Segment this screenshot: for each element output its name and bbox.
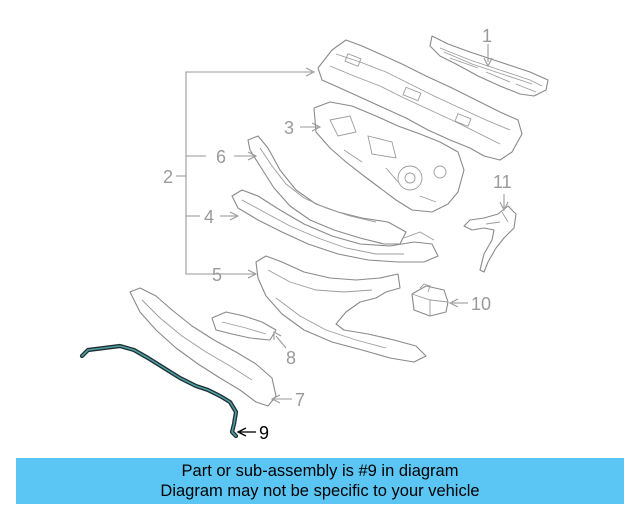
callout-6: 6	[216, 147, 226, 167]
banner-line-part: Part or sub-assembly is #9 in diagram	[181, 462, 459, 480]
part-11-bracket	[463, 205, 517, 273]
part-3-dash-panel	[313, 101, 465, 213]
callout-5: 5	[212, 265, 222, 285]
callout-2: 2	[163, 167, 173, 187]
callout-1: 1	[482, 26, 492, 46]
parts-diagram: 1 2 3 6 4 5 11 10 8 7 9	[79, 26, 549, 443]
callout-8: 8	[286, 348, 296, 368]
callout-3: 3	[284, 118, 294, 138]
part-6-cowl-extension	[247, 135, 407, 245]
callout-11: 11	[493, 172, 512, 192]
part-1-cowl-top-panel	[429, 35, 549, 97]
info-banner: Part or sub-assembly is #9 in diagram Di…	[16, 458, 624, 504]
banner-line-disclaimer: Diagram may not be specific to your vehi…	[160, 482, 480, 500]
part-8-bracket	[211, 311, 277, 341]
callout-10: 10	[471, 294, 491, 314]
callout-4: 4	[204, 207, 214, 227]
part-9-hose-highlighted	[79, 343, 239, 439]
callout-9: 9	[259, 423, 269, 443]
part-4-cross-member	[231, 189, 439, 263]
part-10-block	[411, 283, 449, 317]
part-7-side-rail	[129, 287, 277, 407]
leader-lines	[176, 44, 509, 437]
callout-7: 7	[295, 390, 305, 410]
part-5-lower-cowl-panel	[255, 255, 427, 363]
part-2-dash-panel-upper	[317, 39, 523, 161]
